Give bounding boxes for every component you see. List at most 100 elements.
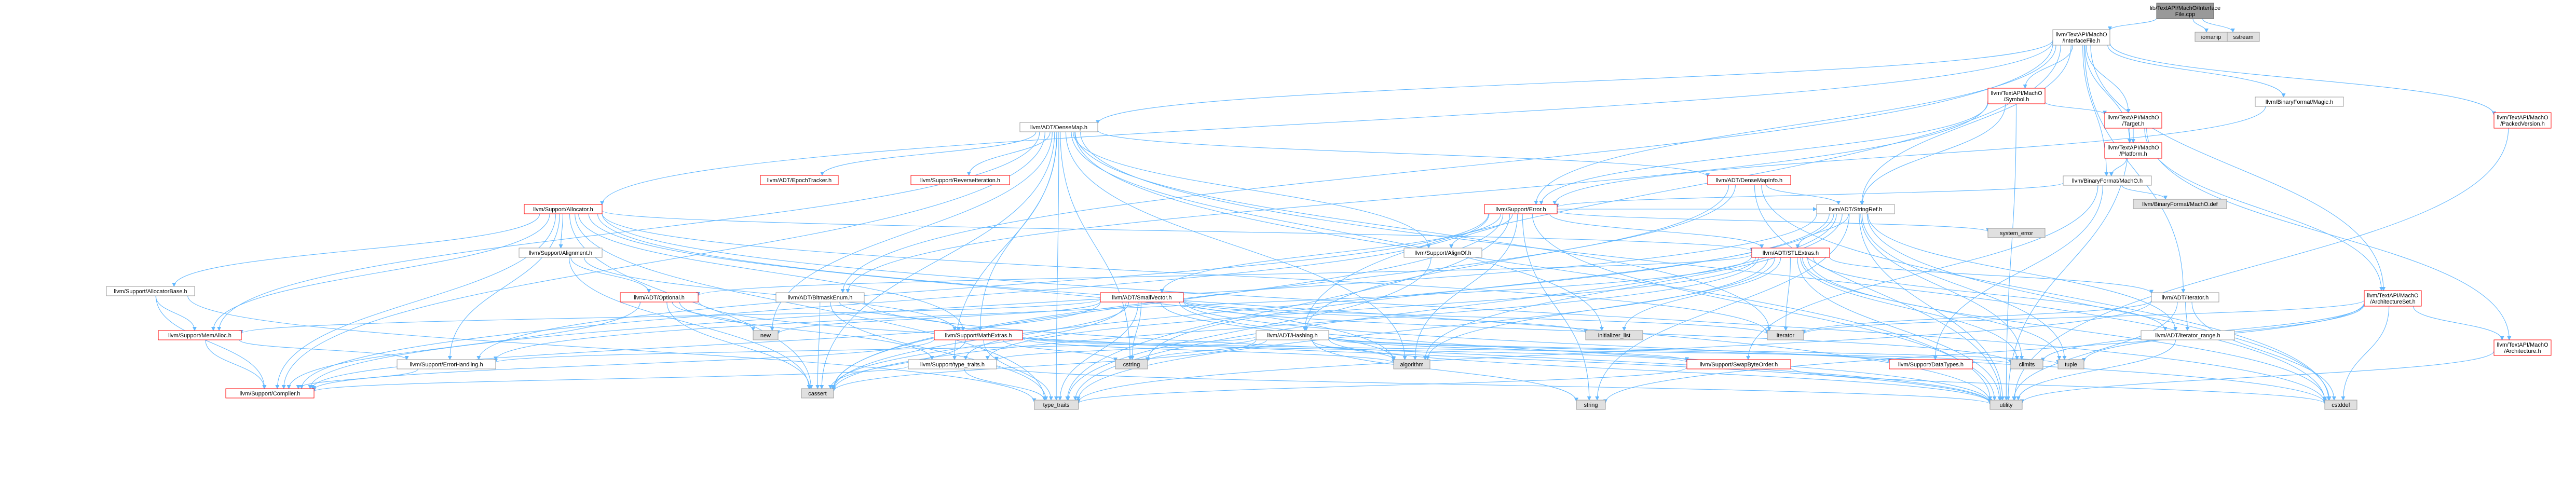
node-initlist[interactable]: initializer_list [1585, 330, 1643, 340]
node-symbol[interactable]: llvm/TextAPI/MachO/Symbol.h [1987, 88, 2046, 104]
edge-root-to-sstream [2202, 18, 2235, 33]
node-sstream[interactable]: sstream [2227, 32, 2260, 42]
node-platform-label-1: /Platform.h [2119, 151, 2147, 157]
edge-smallvector-to-cstring [1130, 301, 1142, 360]
node-platform[interactable]: llvm/TextAPI/MachO/Platform.h [2104, 142, 2162, 159]
edge-machoh-to-swapbyteorder [1746, 185, 2098, 360]
node-iomanip-label-0: iomanip [2201, 34, 2221, 40]
node-swapbyteorder-box [1686, 359, 1791, 369]
node-algorithm[interactable]: algorithm [1393, 359, 1430, 369]
node-cstring-label-0: cstring [1123, 362, 1140, 368]
edge-stlextras-to-cassert [832, 257, 1759, 392]
node-root[interactable]: lib/TextAPI/MachO/InterfaceFile.cpp [2150, 3, 2220, 19]
node-climits-box [2010, 359, 2043, 369]
node-machodef[interactable]: llvm/BinaryFormat/MachO.def [2133, 199, 2227, 209]
node-platform-label-0: llvm/TextAPI/MachO [2107, 145, 2159, 151]
edge-interfacefile-to-packedversion [2109, 43, 2496, 116]
node-reverseiteration[interactable]: llvm/Support/ReverseIteration.h [910, 175, 1010, 185]
node-alignment[interactable]: llvm/Support/Alignment.h [519, 248, 603, 258]
edge-mathextras-to-swapbyteorder [1022, 336, 1689, 363]
node-smallvector[interactable]: llvm/ADT/SmallVector.h [1100, 292, 1184, 303]
node-interfacefile[interactable]: llvm/TextAPI/MachO/InterfaceFile.h [2052, 29, 2110, 46]
edge-target-to-architecture [2146, 128, 2512, 340]
edge-iterrange-to-utility [2016, 339, 2176, 401]
node-allocator-box [524, 204, 603, 214]
edge-error-to-systemerror [1557, 210, 1990, 232]
node-interfacefile-box [2052, 29, 2110, 46]
node-machoh-box [2063, 175, 2152, 186]
edge-optional-to-cassert [666, 301, 812, 389]
node-iterator[interactable]: iterator [1767, 330, 1804, 340]
node-sstream-label-0: sstream [2233, 34, 2253, 40]
node-memalloc[interactable]: llvm/Support/MemAlloc.h [158, 330, 242, 340]
node-swapbyteorder[interactable]: llvm/Support/SwapByteOrder.h [1686, 359, 1791, 369]
node-cstddef[interactable]: cstddef [2324, 400, 2357, 410]
node-utility[interactable]: utility [1989, 400, 2023, 410]
node-alignof[interactable]: llvm/Support/AlignOf.h [1403, 248, 1482, 258]
node-errorhandling-box [397, 359, 496, 369]
edge-symbol-to-utility [2004, 103, 2017, 401]
node-systemerror[interactable]: system_error [1987, 228, 2046, 238]
node-mathextras[interactable]: llvm/Support/MathExtras.h [934, 330, 1023, 340]
node-cassert[interactable]: cassert [801, 388, 834, 399]
node-allocatorbase[interactable]: llvm/Support/AllocatorBase.h [106, 286, 195, 296]
node-target[interactable]: llvm/TextAPI/MachO/Target.h [2104, 112, 2162, 129]
edge-allocatorbase-to-compiler [155, 295, 267, 389]
node-bitmaskenum[interactable]: llvm/ADT/BitmaskEnum.h [775, 292, 865, 303]
node-densemap[interactable]: llvm/ADT/DenseMap.h [1019, 122, 1098, 132]
node-iterrange[interactable]: llvm/ADT/iterator_range.h [2141, 330, 2235, 340]
node-archset[interactable]: llvm/TextAPI/MachO/ArchitectureSet.h [2364, 290, 2422, 307]
edge-hashing-to-swapbyteorder [1328, 337, 1689, 362]
node-machoh[interactable]: llvm/BinaryFormat/MachO.h [2063, 175, 2152, 186]
node-symbol-label-1: /Symbol.h [2004, 97, 2029, 103]
node-allocator[interactable]: llvm/Support/Allocator.h [524, 204, 603, 214]
node-smallvector-label-0: llvm/ADT/SmallVector.h [1112, 295, 1172, 301]
node-optional[interactable]: llvm/ADT/Optional.h [620, 292, 699, 303]
node-mathextras-label-0: llvm/Support/MathExtras.h [945, 333, 1012, 339]
node-packedversion[interactable]: llvm/TextAPI/MachO/PackedVersion.h [2493, 112, 2552, 129]
node-iteratorh[interactable]: llvm/ADT/iterator.h [2151, 292, 2219, 303]
node-hashing-label-0: llvm/ADT/Hashing.h [1267, 333, 1317, 339]
edge-stringref-to-iterrange [1868, 213, 2178, 331]
edge-stringref-to-utility [1859, 213, 2005, 401]
node-architecture-label-1: /Architecture.h [2504, 348, 2541, 354]
node-magic-label-0: llvm/BinaryFormat/Magic.h [2266, 99, 2333, 105]
node-type_traits[interactable]: type_traits [1034, 400, 1079, 410]
node-stlextras-label-0: llvm/ADT/STLExtras.h [1763, 250, 1819, 256]
edge-densemap-to-cstddef [1080, 131, 2327, 402]
node-errorhandling[interactable]: llvm/Support/ErrorHandling.h [397, 359, 496, 369]
node-climits[interactable]: climits [2010, 359, 2043, 369]
node-typetraits[interactable]: llvm/Support/type_traits.h [908, 359, 997, 369]
node-datatypes[interactable]: llvm/Support/DataTypes.h [1889, 359, 1973, 369]
edge-archset-to-architecture [2413, 306, 2504, 340]
edge-smallvector-to-iterator [1183, 299, 1769, 335]
node-cstring[interactable]: cstring [1115, 359, 1148, 369]
node-compiler[interactable]: llvm/Support/Compiler.h [225, 388, 315, 399]
node-stlextras[interactable]: llvm/ADT/STLExtras.h [1751, 248, 1830, 258]
node-densemapinfo[interactable]: llvm/ADT/DenseMapInfo.h [1707, 175, 1791, 185]
node-algorithm-box [1393, 359, 1430, 369]
node-architecture-label-0: llvm/TextAPI/MachO [2497, 342, 2548, 348]
node-cstddef-label-0: cstddef [2332, 402, 2350, 408]
node-stringref[interactable]: llvm/ADT/StringRef.h [1816, 204, 1895, 214]
edge-allocator-to-type_traits [575, 213, 1047, 401]
node-new[interactable]: new [753, 330, 779, 340]
node-type_traits-box [1034, 400, 1079, 410]
edge-smallvector-to-new [776, 301, 1101, 335]
node-magic[interactable]: llvm/BinaryFormat/Magic.h [2255, 97, 2344, 107]
node-string[interactable]: string [1576, 400, 1606, 410]
node-packedversion-box [2493, 112, 2552, 129]
node-symbol-label-0: llvm/TextAPI/MachO [1991, 90, 2042, 97]
node-architecture[interactable]: llvm/TextAPI/MachO/Architecture.h [2493, 339, 2552, 356]
node-error[interactable]: llvm/Support/Error.h [1484, 204, 1558, 214]
node-symbol-box [1987, 88, 2046, 104]
node-epochtracker[interactable]: llvm/ADT/EpochTracker.h [760, 175, 839, 185]
node-hashing[interactable]: llvm/ADT/Hashing.h [1256, 330, 1329, 340]
node-tuple[interactable]: tuple [2057, 359, 2084, 369]
node-cstring-box [1115, 359, 1148, 369]
node-datatypes-label-0: llvm/Support/DataTypes.h [1898, 362, 1964, 368]
node-iomanip[interactable]: iomanip [2195, 32, 2228, 42]
edges-layer [155, 18, 2512, 405]
edge-iteratorh-to-cstddef [2191, 301, 2336, 401]
